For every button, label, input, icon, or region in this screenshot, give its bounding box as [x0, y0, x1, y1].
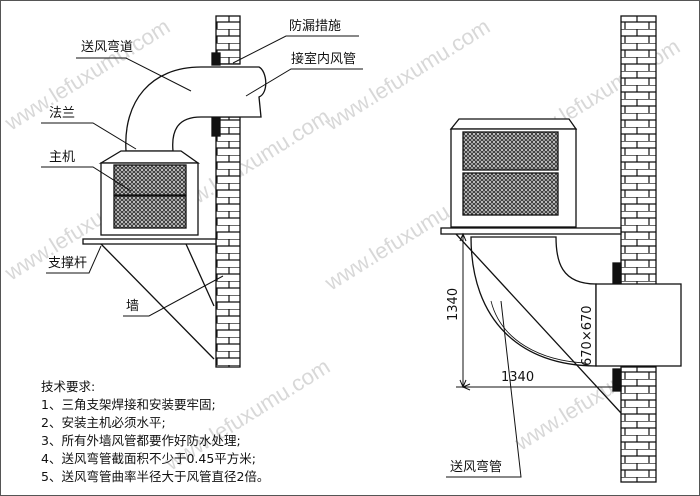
leak-seal-bottom [211, 115, 221, 137]
note-item: 2、安装主机必须水平; [41, 415, 166, 430]
label-wall: 墙 [126, 299, 139, 314]
note-item: 1、三角支架焊接和安装要牢固; [41, 397, 216, 412]
label-support-rod: 支撑杆 [48, 256, 87, 271]
seal-top [612, 262, 622, 284]
unit-grill-top [113, 164, 187, 196]
label-main-unit: 主机 [49, 150, 75, 165]
supply-elbow-pipe [470, 236, 597, 367]
support-rod [455, 233, 622, 414]
note-item: 3、所有外墙风管都要作好防水处理; [41, 433, 241, 448]
note-item: 5、送风弯管曲率半径大于风管直径2倍。 [41, 469, 270, 484]
left-diagram [41, 15, 363, 368]
technical-requirements: 技术要求: 1、三角支架焊接和安装要牢固; 2、安装主机必须水平; 3、所有外墙… [41, 378, 269, 486]
unit-grill-bottom [462, 172, 559, 216]
dimension-horizontal: 1340 [501, 370, 534, 385]
wall-lower [215, 116, 241, 368]
duct-section [595, 283, 682, 367]
label-supply-elbow-pipe: 送风弯管 [450, 459, 502, 475]
support-rod [100, 243, 215, 360]
seal-bottom [612, 368, 622, 392]
support-platform [440, 227, 622, 235]
support-platform [82, 238, 217, 245]
wall-upper [620, 15, 657, 287]
notes-title: 技术要求: [41, 379, 96, 394]
label-supply-elbow: 送风弯道 [81, 39, 133, 55]
wall-lower [620, 366, 657, 483]
supply-elbow-duct [125, 66, 267, 152]
unit-top [449, 118, 578, 130]
label-leak-prevention: 防漏措施 [289, 18, 341, 34]
note-item: 4、送风弯管截面积不少于0.45平方米; [41, 451, 256, 466]
dimension-lines [456, 232, 623, 391]
left-labels: 送风弯道 防漏措施 接室内风管 法兰 主机 支撑杆 墙 [48, 18, 356, 314]
label-flange: 法兰 [49, 106, 75, 121]
dimension-vertical: 1340 [446, 288, 461, 321]
unit-top [98, 150, 201, 164]
duct-size: 670×670 [580, 305, 595, 366]
support-rod-inner [185, 243, 215, 307]
watermark: www.lefuxumu.com [320, 14, 495, 136]
right-diagram [440, 15, 682, 483]
right-labels: 1340 1340 670×670 送风弯管 [446, 288, 595, 475]
unit-grill-bottom [113, 195, 187, 229]
leak-seal-top [211, 52, 221, 66]
unit-grill-top [462, 131, 559, 171]
label-indoor-duct: 接室内风管 [291, 51, 356, 67]
